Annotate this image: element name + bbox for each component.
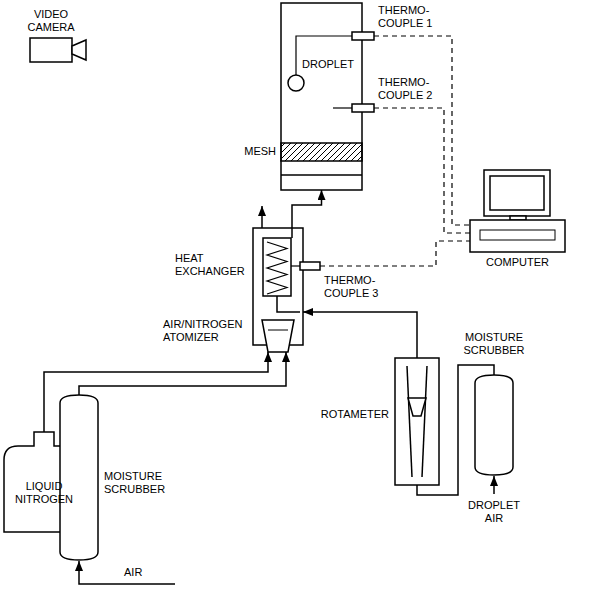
- thermocouple-outline: [352, 104, 374, 112]
- rotameter-text: ROTAMETER: [321, 408, 389, 421]
- droplet-air-inlet-arrow: [493, 476, 495, 494]
- mesh-label: MESH: [236, 145, 276, 158]
- droplet-chamber-text: DROPLET: [302, 58, 354, 71]
- flow-line: [79, 352, 286, 395]
- chamber-wall: [281, 3, 362, 190]
- thermocouple-wire: [291, 265, 300, 266]
- computer-text: COMPUTER: [470, 256, 565, 269]
- computer-base: [470, 220, 565, 252]
- computer: COMPUTER: [470, 170, 565, 252]
- signal-wire: [374, 36, 470, 225]
- droplet-chamber-outline: [281, 3, 362, 190]
- thermocouple: THERMO- COUPLE 2: [352, 104, 374, 112]
- moisture-scrubber-outline: [475, 375, 513, 475]
- atomizer-line: [268, 330, 288, 331]
- droplet-air-label: DROPLET AIR: [464, 499, 524, 525]
- moisture-scrubber: MOISTURE SCRUBBER: [475, 375, 513, 475]
- coil-outlet: [291, 228, 293, 238]
- moisture-scrubber-outline: [60, 395, 98, 560]
- heat-exchanger-coil: [267, 242, 287, 294]
- moisture-scrubber-text: MOISTURE SCRUBBER: [459, 331, 529, 357]
- air-inlet-arrow: [79, 561, 175, 584]
- rotameter-frame: [395, 358, 439, 485]
- atomizer-text: AIR/NITROGEN ATOMIZER: [163, 318, 249, 344]
- liquid-nitrogen-dewar-text: LIQUID NITROGEN: [8, 480, 80, 506]
- computer-outline: [470, 170, 565, 252]
- rotameter-tube: [422, 366, 427, 477]
- signal-wire: [320, 241, 470, 266]
- atomizer-body: [262, 320, 294, 352]
- rotameter-tube: [407, 366, 412, 477]
- chamber-base-line: [281, 174, 362, 176]
- monitor: [484, 170, 550, 216]
- rotameter-outline: [395, 358, 439, 485]
- moisture-scrubber: MOISTURE SCRUBBER: [60, 395, 98, 560]
- thermocouple: THERMO- COUPLE 3: [300, 262, 320, 270]
- flow-line: [292, 190, 322, 228]
- heat-exchanger: AIR/NITROGEN ATOMIZERHEAT EXCHANGER: [253, 228, 303, 345]
- flow-line: [303, 312, 417, 358]
- droplet-chamber: DROPLET: [281, 3, 362, 190]
- thermocouple-text: THERMO- COUPLE 2: [378, 76, 442, 102]
- atomizer: AIR/NITROGEN ATOMIZER: [262, 320, 294, 352]
- exhaust-arrow: [261, 206, 263, 228]
- coil-box: [263, 238, 291, 296]
- air-label: AIR: [124, 566, 142, 579]
- disk-slot: [480, 230, 555, 240]
- rotameter: ROTAMETER: [395, 358, 439, 485]
- droplet-circle: [288, 75, 304, 91]
- thermocouple: THERMO- COUPLE 1: [352, 32, 374, 40]
- video-camera: VIDEO CAMERA: [30, 38, 86, 62]
- camera-lens: [72, 40, 86, 60]
- thermocouple-text: THERMO- COUPLE 3: [324, 274, 388, 300]
- atomizer-outline: [262, 320, 294, 352]
- monitor-screen: [490, 176, 544, 210]
- video-camera-outline: [30, 38, 86, 62]
- scrubber-cylinder: [475, 375, 513, 475]
- thermocouple-outline: [300, 262, 320, 270]
- heat-exchanger-text: HEAT EXCHANGER: [175, 252, 249, 278]
- coil-inlet: [277, 296, 300, 312]
- thermocouple-wire: [333, 107, 352, 108]
- camera-body: [30, 38, 72, 62]
- thermocouple-box: [352, 32, 374, 40]
- thermocouple-outline: [352, 32, 374, 40]
- thermocouple-box: [300, 262, 320, 270]
- video-camera-text: VIDEO CAMERA: [21, 8, 81, 34]
- signal-wire: [374, 108, 470, 233]
- thermocouple-text: THERMO- COUPLE 1: [378, 4, 442, 30]
- moisture-scrubber-text: MOISTURE SCRUBBER: [104, 470, 174, 496]
- rotameter-float: [408, 398, 426, 416]
- mesh-band: [281, 143, 362, 161]
- thermocouple-box: [352, 104, 374, 112]
- scrubber-cylinder: [60, 395, 98, 560]
